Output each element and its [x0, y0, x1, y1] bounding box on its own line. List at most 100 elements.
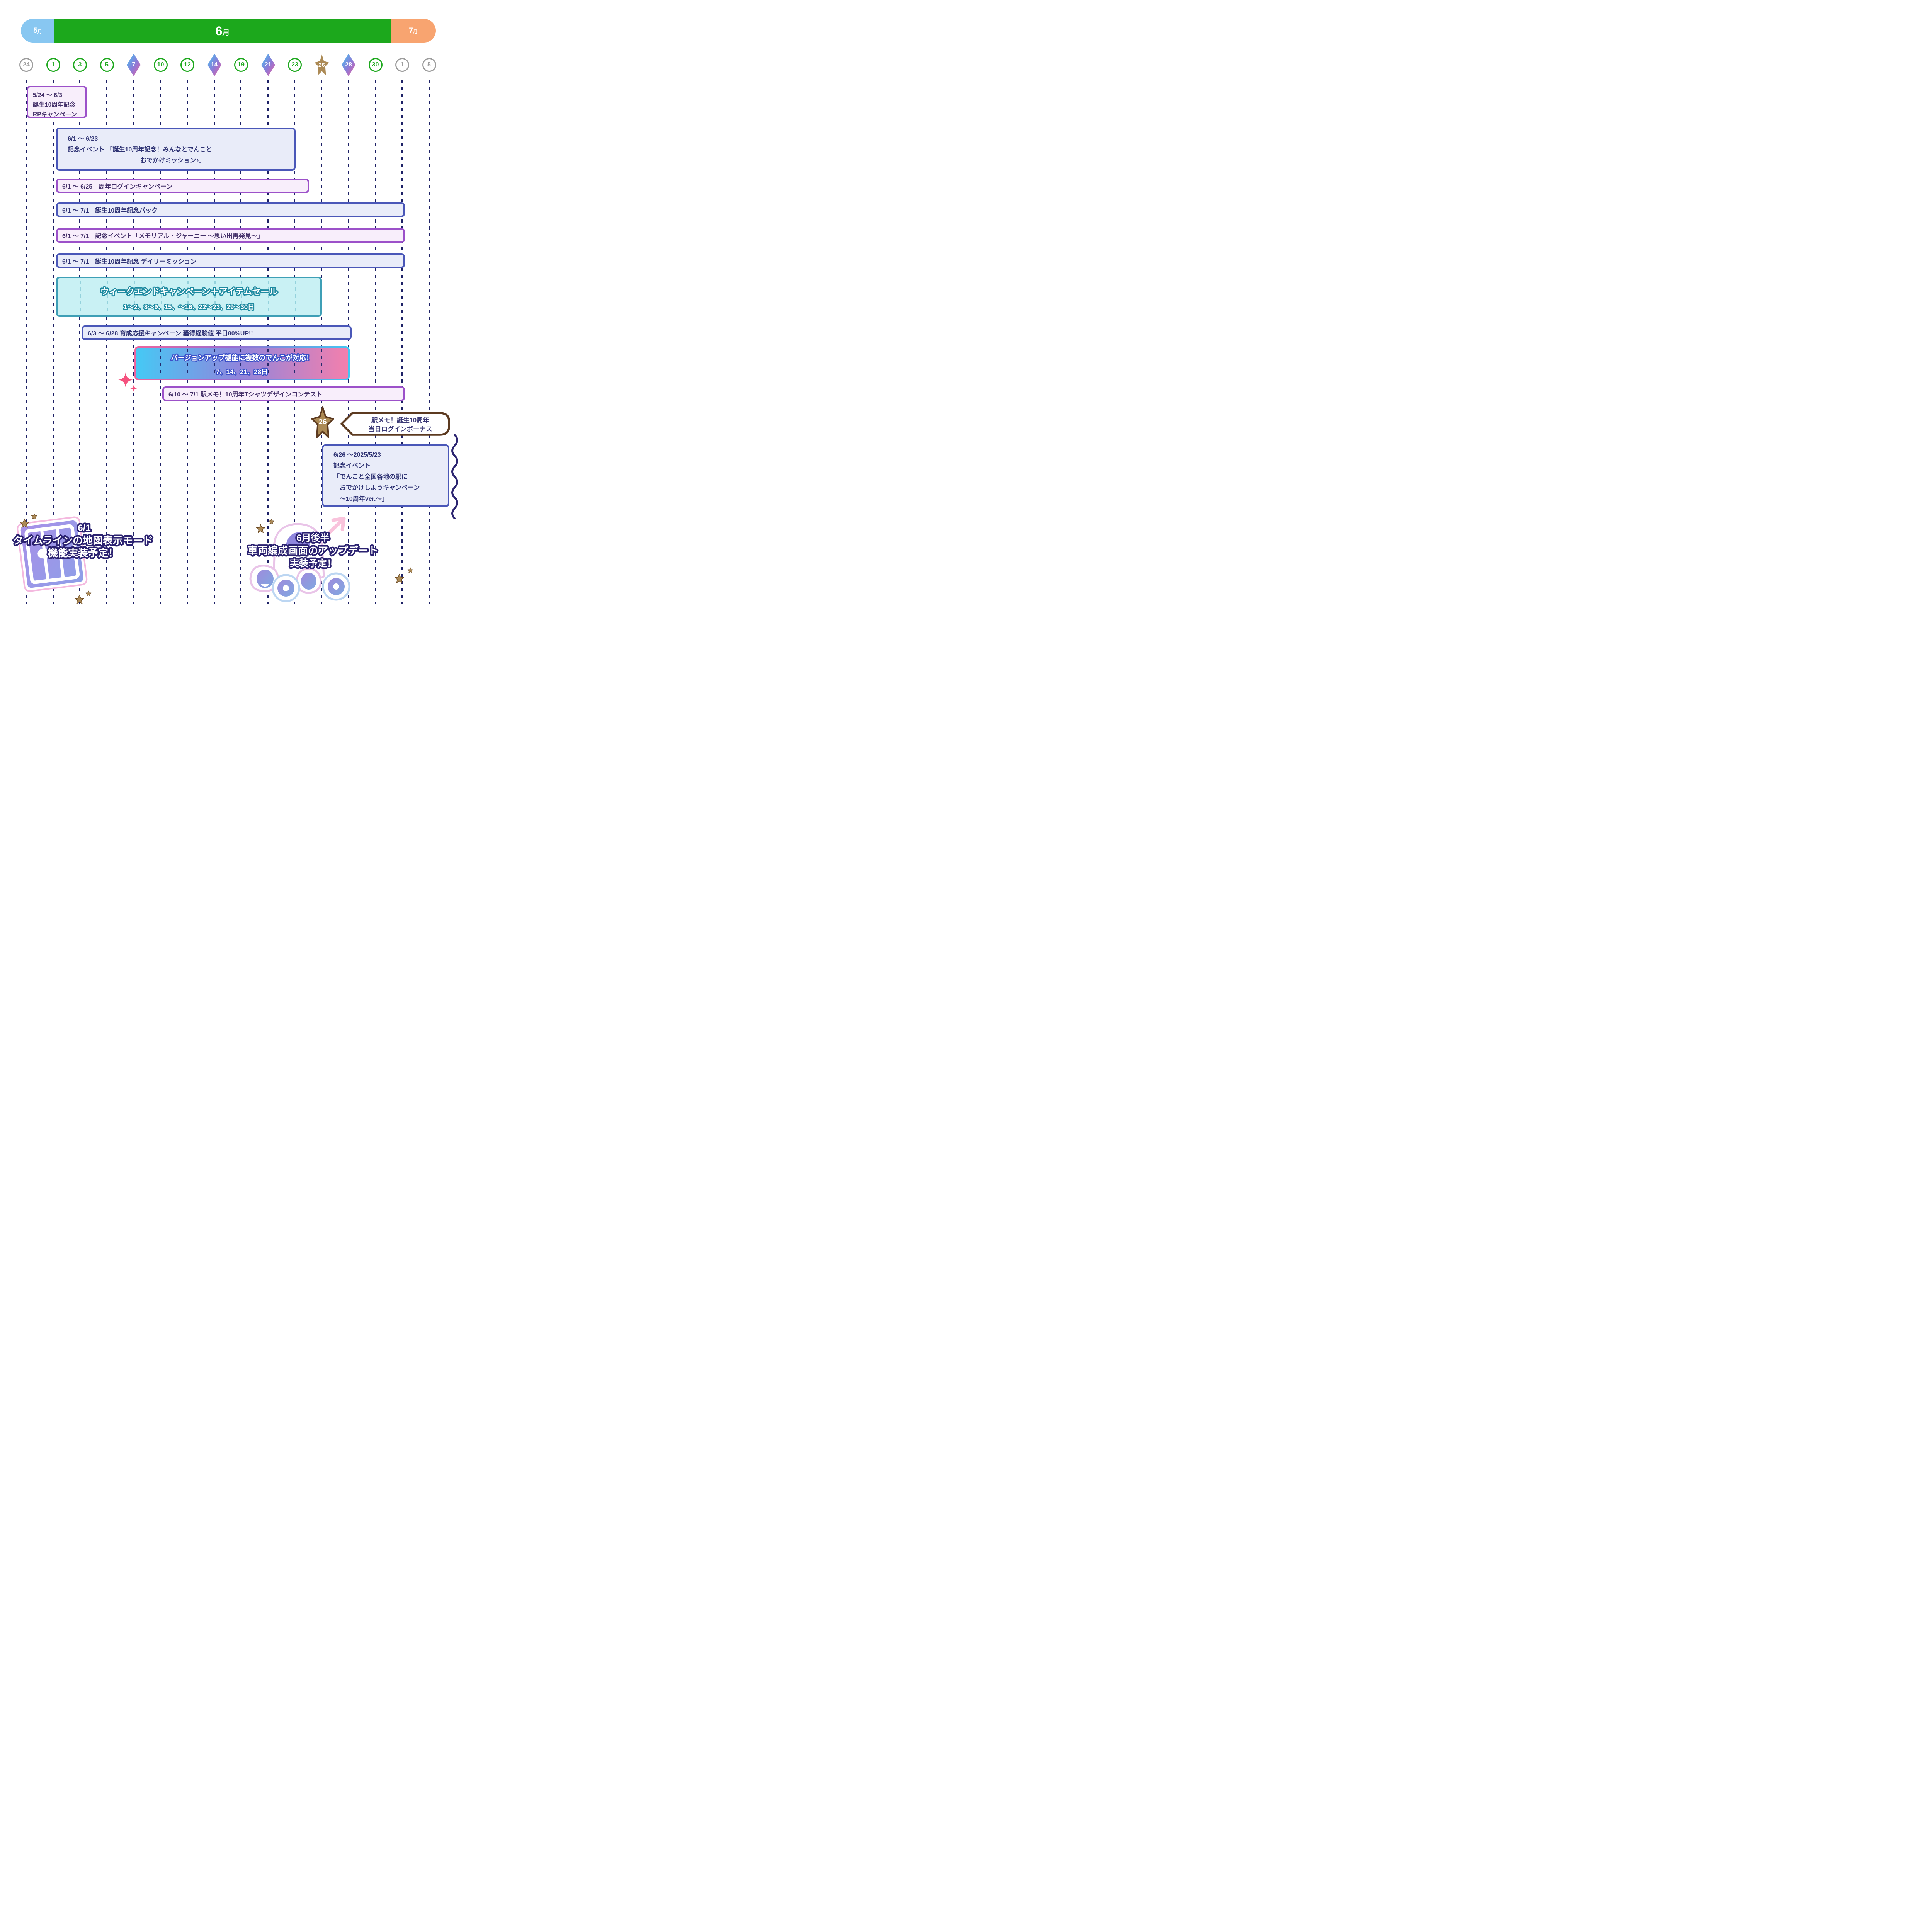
note-title: タイムラインの地図表示モード	[13, 535, 153, 546]
event-memorial-journey: 6/1 ～ 7/1 記念イベント「メモリアル・ジャーニー ～思い出再発見～」	[56, 228, 405, 243]
star-badge-day: 26	[318, 418, 327, 426]
event-dates: 7、14、21、28日	[216, 368, 268, 376]
event-tshirt-contest: 6/10 ～ 7/1 駅メモ！10周年Tシャツデザインコンテスト	[162, 386, 405, 401]
date-marker-jul-1: 1	[395, 58, 409, 72]
sparkle-icon	[130, 385, 137, 392]
timeline-column	[321, 80, 322, 604]
map-illustration	[17, 516, 88, 592]
date-marker-may-24: 24	[19, 58, 33, 72]
timeline-column	[240, 80, 242, 604]
event-date-range: 6/1 ～ 6/23	[68, 136, 98, 142]
event-main-mission: 6/1 ～ 6/23 記念イベント 「誕生10周年記念！みんなとでんこと おでか…	[56, 128, 296, 171]
weekend-campaign-text: ウィークエンドキャンペーン＋アイテムセール 1～2、8～9、15、～16、22～…	[99, 286, 279, 312]
event-title: おでかけしようキャンペーン	[333, 485, 420, 492]
timeline-column	[187, 80, 188, 604]
gradient-fill	[136, 348, 348, 379]
event-anniversary-pack: 6/1 ～ 7/1 誕生10周年記念パック	[56, 202, 405, 217]
date-marker-jun-26-star: 26	[314, 53, 330, 77]
month-june-label: 6	[215, 24, 223, 38]
timeline-column	[52, 80, 54, 604]
event-daily-mission: 6/1 ～ 7/1 誕生10周年記念 デイリーミッション	[56, 253, 405, 268]
star-badge-26: 26	[311, 406, 334, 439]
event-text: 6/1 ～ 6/25 周年ログインキャンペーン	[62, 184, 173, 190]
date-marker-jun-30: 30	[368, 58, 383, 72]
date-marker-jun-5: 5	[100, 58, 114, 72]
event-dates: 1～2、8～9、15、～16、22～23、29～30日	[124, 303, 254, 311]
event-text: 6/1 ～ 7/1 誕生10周年記念 デイリーミッション	[62, 259, 197, 265]
event-text: 6/1 ～ 7/1 誕生10周年記念パック	[62, 207, 158, 214]
event-text: 6/3 ～ 6/28 育成応援キャンペーン 獲得経験値 平日80%UP!!	[88, 330, 253, 337]
timeline-column	[160, 80, 161, 604]
event-title: 記念イベント	[333, 463, 371, 469]
timeline-column	[26, 80, 27, 604]
timeline-column	[133, 80, 134, 604]
date-marker-jun-21: 21	[261, 54, 275, 76]
event-title: 「でんこと全国各地の駅に	[333, 473, 408, 480]
timeline-column	[374, 80, 376, 604]
event-odekake-campaign: 6/26 ～2025/5/23 記念イベント 「でんこと全国各地の駅に おでかけ…	[322, 444, 449, 507]
date-marker-jun-7: 7	[127, 54, 141, 76]
event-title: RPキャンペーン	[33, 111, 77, 118]
note-right-text: 6月後半 車両編成画面のアップデート 実装予定！	[246, 531, 380, 570]
star-icon	[31, 513, 37, 519]
event-rp-campaign: 5/24 ～ 6/3 誕生10周年記念 RPキャンペーン	[27, 86, 87, 118]
event-weekend-campaign: ウィークエンドキャンペーン＋アイテムセール 1～2、8～9、15、～16、22～…	[56, 277, 322, 317]
date-marker-jun-10: 10	[153, 58, 168, 72]
star-icon	[85, 590, 92, 596]
star-icon	[394, 573, 405, 583]
note-title: 機能実装予定！	[48, 547, 118, 559]
timeline-column	[428, 80, 430, 604]
timeline-column	[213, 80, 215, 604]
event-date-range: 5/24 ～ 6/3	[33, 92, 62, 99]
month-may-label: 5	[33, 27, 37, 35]
date-marker-jun-1: 1	[46, 58, 60, 72]
month-july-label: 7	[409, 27, 413, 35]
event-date-range: 6/26 ～2025/5/23	[333, 452, 381, 458]
event-text: 6/10 ～ 7/1 駅メモ！10周年Tシャツデザインコンテスト	[168, 391, 323, 398]
event-title: ～10周年ver.～」	[333, 495, 388, 502]
star-icon	[256, 524, 265, 533]
bubble-line: 当日ログインボーナス	[369, 425, 432, 433]
note-title: 実装予定！	[290, 558, 336, 569]
bubble-line: 駅メモ！誕生10周年	[371, 416, 430, 424]
note-date: 6月後半	[296, 532, 329, 543]
date-marker-jun-14: 14	[207, 54, 221, 76]
timeline-column	[79, 80, 81, 604]
date-marker-jun-19: 19	[234, 58, 248, 72]
star-icon	[407, 567, 413, 573]
timeline-column	[348, 80, 349, 604]
date-marker-jun-12: 12	[180, 58, 194, 72]
event-exp-up-campaign: 6/3 ～ 6/28 育成応援キャンペーン 獲得経験値 平日80%UP!!	[82, 325, 352, 340]
continuation-wave	[451, 434, 458, 519]
star-icon	[19, 518, 30, 528]
event-title: ウィークエンドキャンペーン＋アイテムセール	[100, 287, 278, 296]
timeline-column	[267, 80, 269, 604]
event-login-campaign: 6/1 ～ 6/25 周年ログインキャンペーン	[56, 179, 309, 193]
timeline-column	[106, 80, 107, 604]
timeline-column	[294, 80, 296, 604]
event-title: 記念イベント 「誕生10周年記念！みんなとでんこと	[68, 146, 212, 153]
star-icon	[268, 519, 274, 524]
event-title: 誕生10周年記念	[33, 102, 76, 109]
date-marker-jun-28: 28	[342, 54, 355, 76]
note-title: 車両編成画面のアップデート	[248, 545, 378, 556]
event-text: 6/1 ～ 7/1 記念イベント「メモリアル・ジャーニー ～思い出再発見～」	[62, 233, 264, 240]
date-marker-jul-5: 5	[422, 58, 436, 72]
event-version-up: バージョンアップ機能に複数のでんこが対応！ 7、14、21、28日	[134, 346, 350, 380]
timeline-column	[401, 80, 403, 604]
star-icon	[74, 594, 85, 604]
login-bonus-bubble: 駅メモ！誕生10周年 当日ログインボーナス	[338, 411, 451, 437]
sparkle-icon	[118, 372, 133, 387]
date-marker-jun-3: 3	[73, 58, 87, 72]
version-up-text: バージョンアップ機能に複数のでんこが対応！ 7、14、21、28日	[170, 353, 314, 376]
event-title: バージョンアップ機能に複数のでんこが対応！	[171, 354, 313, 362]
train-illustration	[249, 517, 350, 602]
event-title: おでかけミッション♪」	[140, 157, 206, 164]
note-left-text: 6/1 タイムラインの地図表示モード 機能実装予定！	[12, 521, 155, 560]
date-marker-jun-23: 23	[288, 58, 302, 72]
note-date: 6/1	[78, 523, 90, 533]
